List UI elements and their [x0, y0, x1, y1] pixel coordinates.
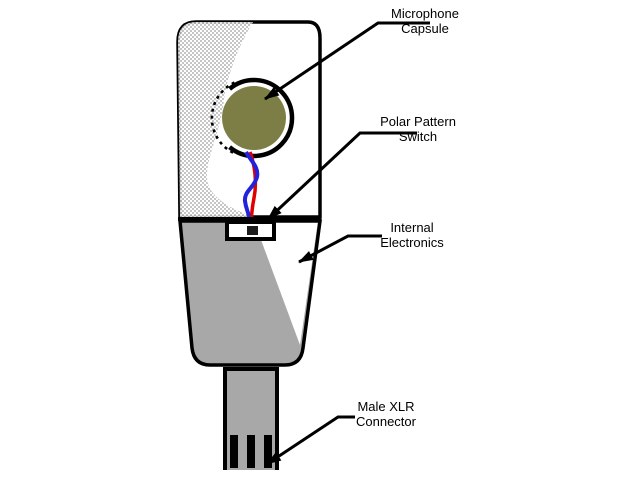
mic-body-outline: [178, 219, 322, 367]
label-microphone-capsule: Microphone Capsule: [391, 6, 459, 36]
capsule-dashed-outline-icon: [210, 81, 236, 155]
switch-knob: [247, 226, 258, 235]
leader-arrow-xlr: [266, 415, 355, 466]
leader-arrow-capsule: [264, 21, 430, 101]
capsule-diaphragm: [222, 86, 286, 150]
label-male-xlr-connector: Male XLR Connector: [356, 399, 416, 429]
capsule-ring-gap: [230, 81, 291, 155]
label-polar-pattern-switch: Polar Pattern Switch: [380, 114, 456, 144]
xlr-connector-outline: [223, 367, 279, 470]
label-internal-electronics: Internal Electronics: [380, 220, 444, 250]
leader-arrow-electronics: [298, 234, 382, 264]
grille-hatch-shading: [178, 22, 254, 217]
wire-blue: [242, 150, 260, 220]
leader-arrow-switch: [266, 131, 417, 221]
xlr-pins: [230, 435, 272, 468]
